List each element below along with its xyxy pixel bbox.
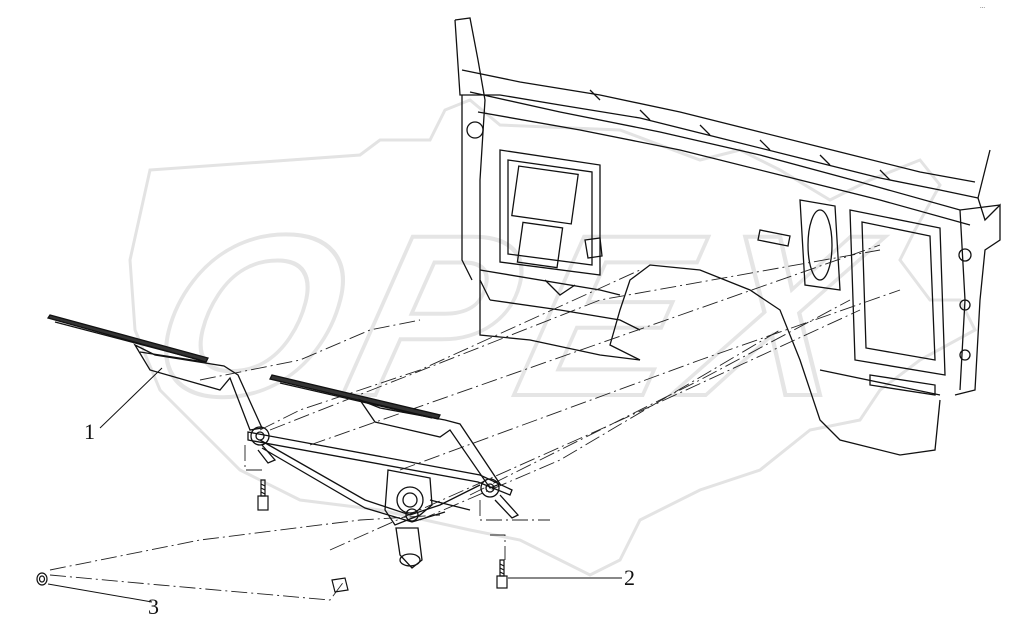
assembly-lines <box>49 244 901 601</box>
watermark: OPEX <box>127 98 977 577</box>
cab-front-panel <box>454 17 1001 456</box>
bolt-left <box>257 479 269 511</box>
right-wiper <box>269 374 501 489</box>
callout-label-2: 2 <box>624 565 635 590</box>
leader-3 <box>47 583 153 603</box>
cap-part <box>331 577 349 593</box>
callout-label-3: 3 <box>148 594 159 619</box>
watermark-text: OPEX <box>129 188 904 444</box>
wiper-motor <box>384 469 471 569</box>
watermark-gear-outline <box>128 98 977 577</box>
right-wiper-arm <box>358 398 501 489</box>
callout-label-1: 1 <box>84 419 95 444</box>
leader-1 <box>99 367 163 429</box>
fasteners <box>36 479 508 593</box>
left-wiper-blade <box>46 314 209 363</box>
corner-mark: ... <box>980 4 986 10</box>
leader-lines <box>47 367 622 603</box>
bolt-right <box>496 559 508 589</box>
left-wiper-arm <box>133 343 263 431</box>
left-wiper <box>46 314 263 431</box>
nut-small <box>36 572 48 586</box>
